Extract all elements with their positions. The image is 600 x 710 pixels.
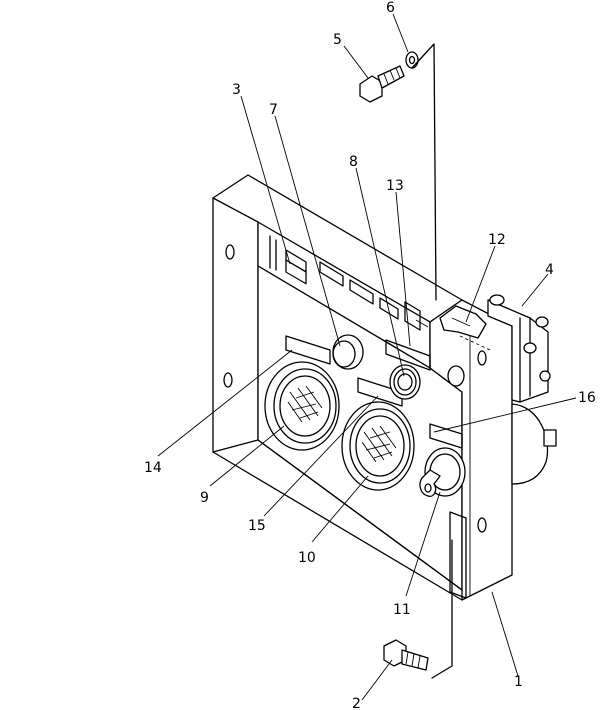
bolt-5: [359, 65, 405, 103]
gauge-9: [264, 361, 340, 451]
reference-line-upper: [411, 43, 437, 301]
reference-line-lower: [431, 539, 453, 679]
callout-8: 8: [349, 154, 358, 170]
callout-15: 15: [248, 518, 266, 534]
mount-hole-icon: [223, 372, 233, 388]
callout-14: 14: [144, 460, 162, 476]
callout-3: 3: [232, 82, 241, 98]
callout-7: 7: [269, 102, 278, 118]
mount-hole-icon: [225, 244, 235, 260]
gauge-10: [341, 401, 415, 491]
indicator-lamp-7: [332, 334, 364, 370]
connector-slots: [269, 235, 429, 331]
label-plate-lower: [449, 511, 467, 599]
callout-6: 6: [386, 0, 395, 16]
panel-left-rim: [212, 197, 259, 453]
indicator-lamp-8: [389, 364, 421, 400]
callout-13: 13: [386, 178, 404, 194]
panel-assembly: [212, 174, 557, 601]
callout-10: 10: [298, 550, 316, 566]
label-plate-14: [285, 335, 331, 365]
bolt-2: [383, 639, 429, 671]
mount-hole-icon: [477, 350, 487, 366]
callout-1: 1: [514, 674, 523, 690]
callout-4: 4: [545, 262, 554, 278]
leader-lines: [157, 13, 577, 701]
callout-labels: 1 2 3 4 5 6 7 8 9 10 11 12 13 14 15 16: [144, 0, 596, 710]
label-plate-13: [385, 339, 431, 371]
callout-16: 16: [578, 390, 596, 406]
small-knob-icon: [447, 365, 465, 387]
buzzer-part: [511, 403, 557, 485]
callout-11: 11: [393, 602, 411, 618]
washer-6: [405, 51, 419, 69]
clamp-12: [439, 305, 491, 351]
key-switch-11: [419, 447, 466, 497]
callout-2: 2: [352, 696, 361, 710]
label-plate-16: [429, 423, 463, 449]
label-plate-15: [357, 377, 403, 407]
mount-hole-icon: [477, 517, 487, 533]
relay-box-4: [487, 294, 551, 403]
callout-5: 5: [333, 32, 342, 48]
callout-9: 9: [200, 490, 209, 506]
callout-12: 12: [488, 232, 506, 248]
